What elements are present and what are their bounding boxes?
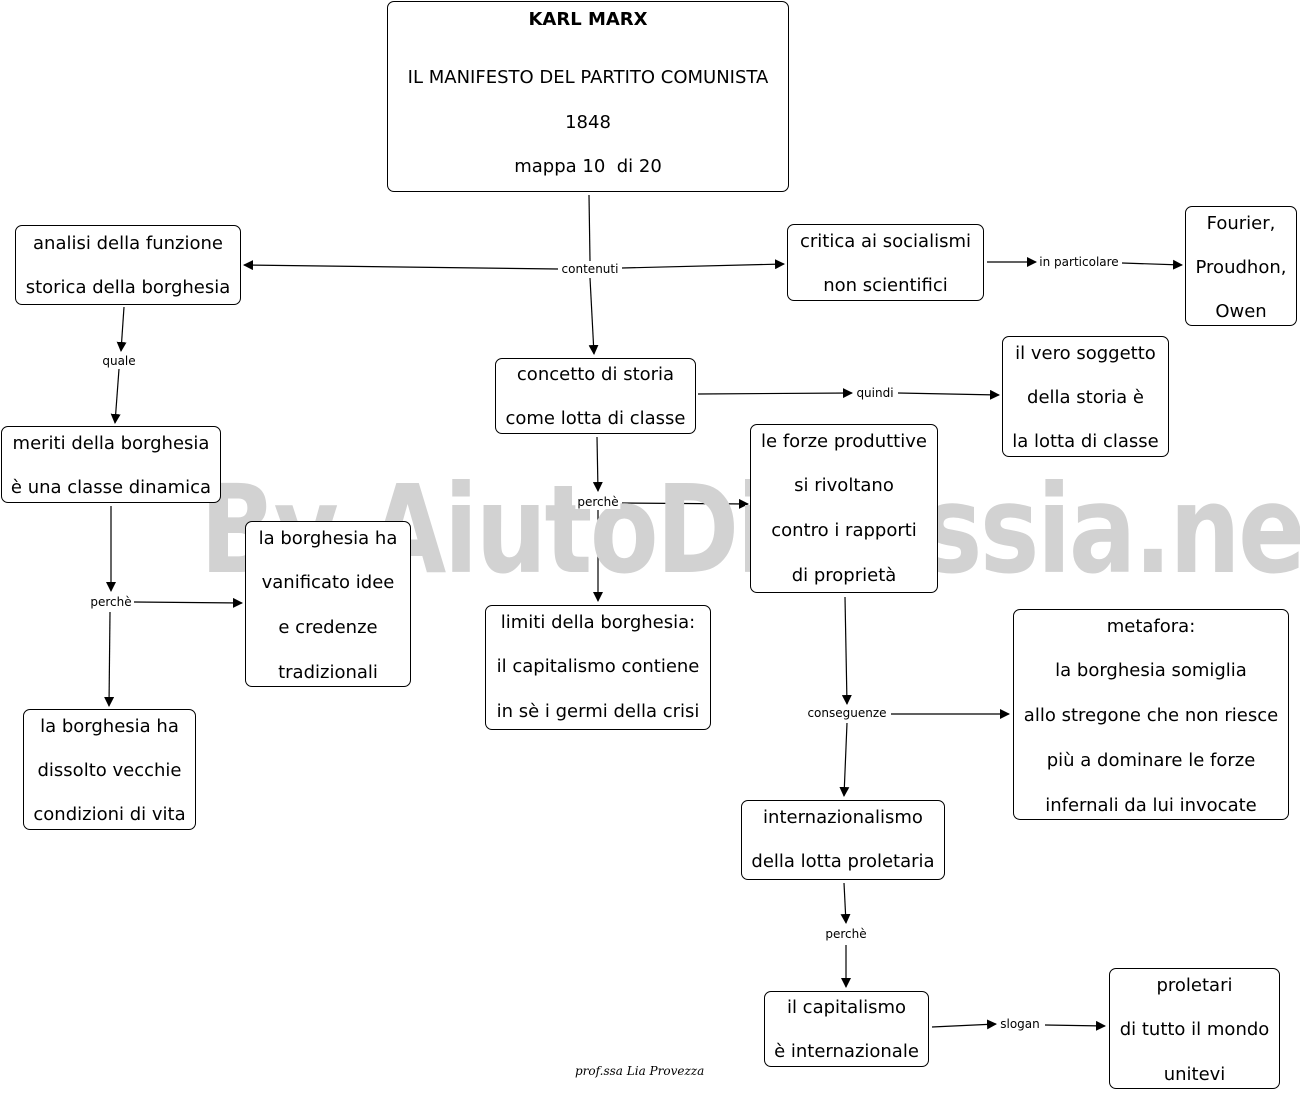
node-text: il capitalismo contiene (496, 656, 700, 677)
edge-concetto-quindi (697, 388, 853, 399)
author-signature: prof.ssa Lia Provezza (575, 1064, 705, 1078)
edge-analisi-quale (116, 306, 127, 352)
node-text: della lotta proletaria (751, 851, 935, 872)
node-text: meriti della borghesia (12, 433, 210, 454)
edge-perche-forze (621, 498, 749, 509)
node-text: come lotta di classe (505, 408, 686, 429)
edge-perche-dissolto (104, 611, 115, 707)
node-text: si rivoltano (794, 475, 894, 496)
node-text: infernali da lui invocate (1045, 795, 1257, 816)
node-text: allo stregone che non riesce (1023, 705, 1279, 726)
node-text: della storia è (1027, 387, 1144, 408)
node-dissolto: la borghesia ha dissolto vecchie condizi… (23, 709, 196, 830)
map-index: mappa 10 di 20 (514, 156, 662, 178)
node-text: metafora: (1106, 616, 1196, 637)
node-text: tradizionali (278, 662, 378, 683)
node-text: è una classe dinamica (10, 477, 212, 498)
node-text: limiti della borghesia: (500, 612, 696, 633)
node-internazionalismo: internazionalismo della lotta proletaria (741, 800, 945, 880)
node-forze: le forze produttive si rivoltano contro … (750, 424, 938, 593)
node-text: non scientifici (823, 275, 948, 296)
node-text: storica della borghesia (25, 277, 231, 298)
node-text: unitevi (1163, 1064, 1226, 1085)
node-limiti: limiti della borghesia: il capitalismo c… (485, 605, 711, 730)
node-text: è internazionale (774, 1041, 919, 1062)
node-text: Proudhon, (1195, 257, 1287, 278)
edge-concetto-perche (592, 436, 603, 492)
edge-contenuti-critica (621, 259, 785, 270)
map-title: KARL MARX (528, 9, 648, 30)
node-text: il capitalismo (786, 997, 907, 1018)
node-proletari: proletari di tutto il mondo unitevi (1109, 968, 1280, 1089)
link-label-contenuti: contenuti (559, 262, 621, 276)
node-text: dissolto vecchie (37, 760, 182, 781)
title-box: KARL MARX IL MANIFESTO DEL PARTITO COMUN… (387, 1, 789, 192)
link-label-conseguenze: conseguenze (805, 706, 889, 720)
node-text: il vero soggetto (1015, 343, 1156, 364)
node-text: la borghesia ha (258, 528, 398, 549)
node-text: la lotta di classe (1012, 431, 1159, 452)
edge-particolare-fourier (1121, 259, 1183, 270)
edge-intern-perche (840, 882, 851, 924)
node-meriti: meriti della borghesia è una classe dina… (1, 426, 221, 503)
node-fourier: Fourier, Proudhon, Owen (1185, 206, 1297, 326)
map-year: 1848 (565, 111, 611, 133)
node-critica: critica ai socialismi non scientifici (787, 224, 984, 301)
node-text: condizioni di vita (33, 804, 186, 825)
node-text: proletari (1156, 975, 1233, 996)
node-capitalismo: il capitalismo è internazionale (764, 991, 929, 1067)
node-metafora: metafora: la borghesia somiglia allo str… (1013, 609, 1289, 820)
edge-forze-conseguenze (841, 596, 852, 705)
link-label-in-particolare: in particolare (1037, 255, 1121, 269)
link-label-perche-meriti: perchè (88, 595, 134, 609)
edge-contenuti-concetto (588, 277, 599, 355)
link-label-perche-concetto: perchè (575, 495, 621, 509)
edge-title-contenuti (588, 194, 591, 262)
node-concetto: concetto di storia come lotta di classe (495, 358, 696, 434)
link-label-quindi: quindi (854, 386, 896, 400)
map-subtitle: IL MANIFESTO DEL PARTITO COMUNISTA (407, 67, 769, 88)
node-text: più a dominare le forze (1046, 750, 1256, 771)
node-text: concetto di storia (516, 364, 675, 385)
node-text: vanificato idee (261, 572, 395, 593)
link-label-slogan: slogan (998, 1017, 1042, 1031)
node-text: Fourier, (1206, 213, 1276, 234)
node-text: la borghesia somiglia (1055, 660, 1247, 681)
edge-perche-vanificato (133, 597, 243, 608)
edge-quale-meriti (110, 368, 121, 424)
node-text: Owen (1215, 301, 1267, 322)
node-text: le forze produttive (761, 431, 927, 452)
node-text: la borghesia ha (40, 716, 179, 737)
node-vanificato: la borghesia ha vanificato idee e creden… (245, 521, 411, 687)
edge-contenuti-analisi (243, 260, 559, 271)
node-text: e credenze (278, 617, 378, 638)
node-text: di proprietà (791, 565, 897, 586)
edge-capitalismo-slogan (931, 1019, 997, 1030)
node-text: analisi della funzione (33, 233, 223, 254)
node-text: critica ai socialismi (800, 231, 971, 252)
node-text: in sè i germi della crisi (496, 701, 700, 722)
link-label-quale: quale (100, 354, 138, 368)
node-text: di tutto il mondo (1119, 1019, 1270, 1040)
node-analisi: analisi della funzione storica della bor… (15, 225, 241, 305)
node-text: contro i rapporti (771, 520, 917, 541)
node-text: internazionalismo (763, 807, 923, 828)
node-soggetto: il vero soggetto della storia è la lotta… (1002, 336, 1169, 457)
edge-slogan-proletari (1044, 1020, 1106, 1031)
edge-quindi-soggetto (897, 389, 1000, 400)
link-label-perche-internazionalismo: perchè (823, 927, 869, 941)
edge-conseguenze-intern (839, 722, 850, 797)
